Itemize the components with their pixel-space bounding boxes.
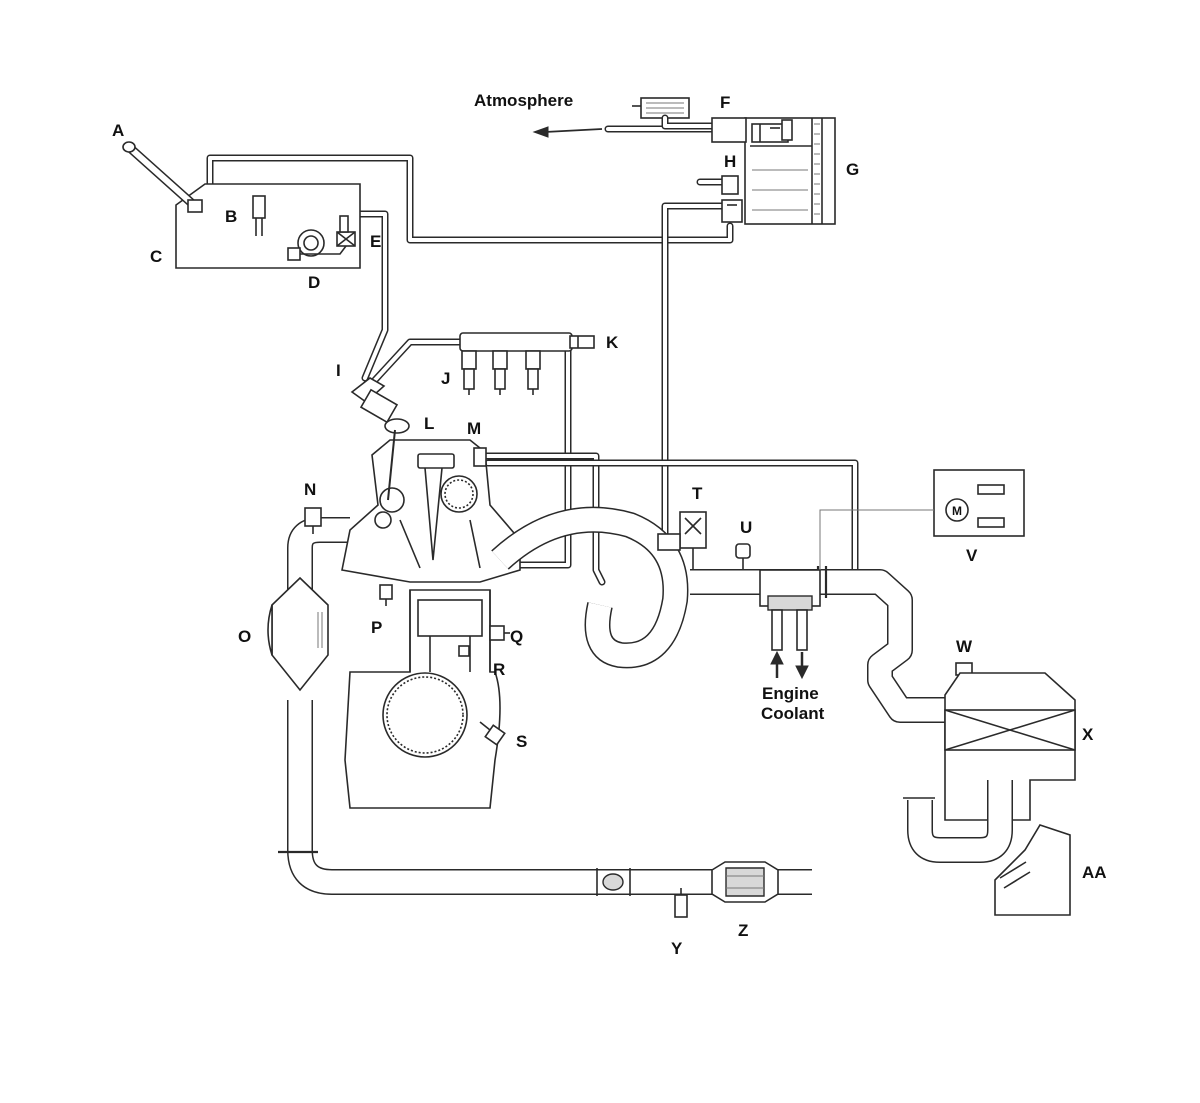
intake-runner bbox=[491, 506, 689, 669]
label-j: J bbox=[441, 369, 450, 388]
label-v: V bbox=[966, 546, 978, 565]
label-h: H bbox=[724, 152, 736, 171]
label-u: U bbox=[740, 518, 752, 537]
coolant-arrows bbox=[770, 650, 809, 680]
labels: A B C D E F G H I J K L M N O P Q R S T … bbox=[112, 91, 1107, 958]
motor-v: M bbox=[819, 469, 1025, 570]
fuel-rail bbox=[459, 332, 595, 352]
label-l: L bbox=[424, 414, 434, 433]
pressure-sensor-h bbox=[721, 175, 743, 223]
label-f: F bbox=[720, 93, 730, 112]
label-z: Z bbox=[738, 921, 748, 940]
high-pressure-pump-i bbox=[350, 377, 410, 434]
label-e: E bbox=[370, 232, 381, 251]
exhaust-manifold-pipe bbox=[287, 517, 350, 600]
filler-neck bbox=[122, 141, 203, 213]
label-atmosphere: Atmosphere bbox=[474, 91, 573, 110]
atmosphere-arrow bbox=[532, 126, 603, 138]
oxygen-sensor-n bbox=[304, 507, 322, 534]
label-w: W bbox=[956, 637, 973, 656]
sensor-r bbox=[458, 645, 470, 657]
canister-vent-valve bbox=[711, 117, 793, 143]
label-b: B bbox=[225, 207, 237, 226]
label-m: M bbox=[467, 419, 481, 438]
throttle-body bbox=[759, 569, 821, 651]
label-q: Q bbox=[510, 627, 523, 646]
canister-filter bbox=[632, 97, 716, 130]
oxygen-sensor-y bbox=[674, 888, 688, 918]
label-g: G bbox=[846, 160, 859, 179]
label-s: S bbox=[516, 732, 527, 751]
air-cleaner-x bbox=[944, 672, 1076, 821]
fuel-pump-module bbox=[287, 215, 356, 261]
label-x: X bbox=[1082, 725, 1094, 744]
label-engine-coolant-2: Coolant bbox=[761, 704, 825, 723]
sensor-p bbox=[379, 584, 393, 606]
label-o: O bbox=[238, 627, 251, 646]
sensor-q bbox=[489, 625, 510, 641]
purge-valve-t bbox=[657, 511, 707, 570]
label-k: K bbox=[606, 333, 619, 352]
label-p: P bbox=[371, 618, 382, 637]
label-engine-coolant-1: Engine bbox=[762, 684, 819, 703]
fuel-tank bbox=[175, 183, 361, 269]
sensor-m bbox=[473, 447, 487, 467]
motor-v-symbol: M bbox=[952, 504, 962, 518]
vapor-lines bbox=[206, 125, 739, 539]
label-aa: AA bbox=[1082, 863, 1107, 882]
sensor-u bbox=[735, 543, 751, 570]
catalytic-converter-z bbox=[711, 861, 779, 903]
label-d: D bbox=[308, 273, 320, 292]
exhaust-pipe bbox=[278, 700, 812, 896]
resonator-aa bbox=[903, 780, 1071, 916]
label-a: A bbox=[112, 121, 124, 140]
fuel-lines bbox=[266, 210, 859, 586]
label-r: R bbox=[493, 660, 505, 679]
label-i: I bbox=[336, 361, 341, 380]
label-t: T bbox=[692, 484, 703, 503]
fuel-level-sensor bbox=[252, 195, 266, 236]
label-y: Y bbox=[671, 939, 683, 958]
injectors bbox=[461, 350, 541, 395]
cylinder-head bbox=[341, 429, 521, 583]
engine-block bbox=[344, 589, 506, 809]
catalytic-converter-o bbox=[267, 576, 329, 692]
label-c: C bbox=[150, 247, 162, 266]
label-n: N bbox=[304, 480, 316, 499]
